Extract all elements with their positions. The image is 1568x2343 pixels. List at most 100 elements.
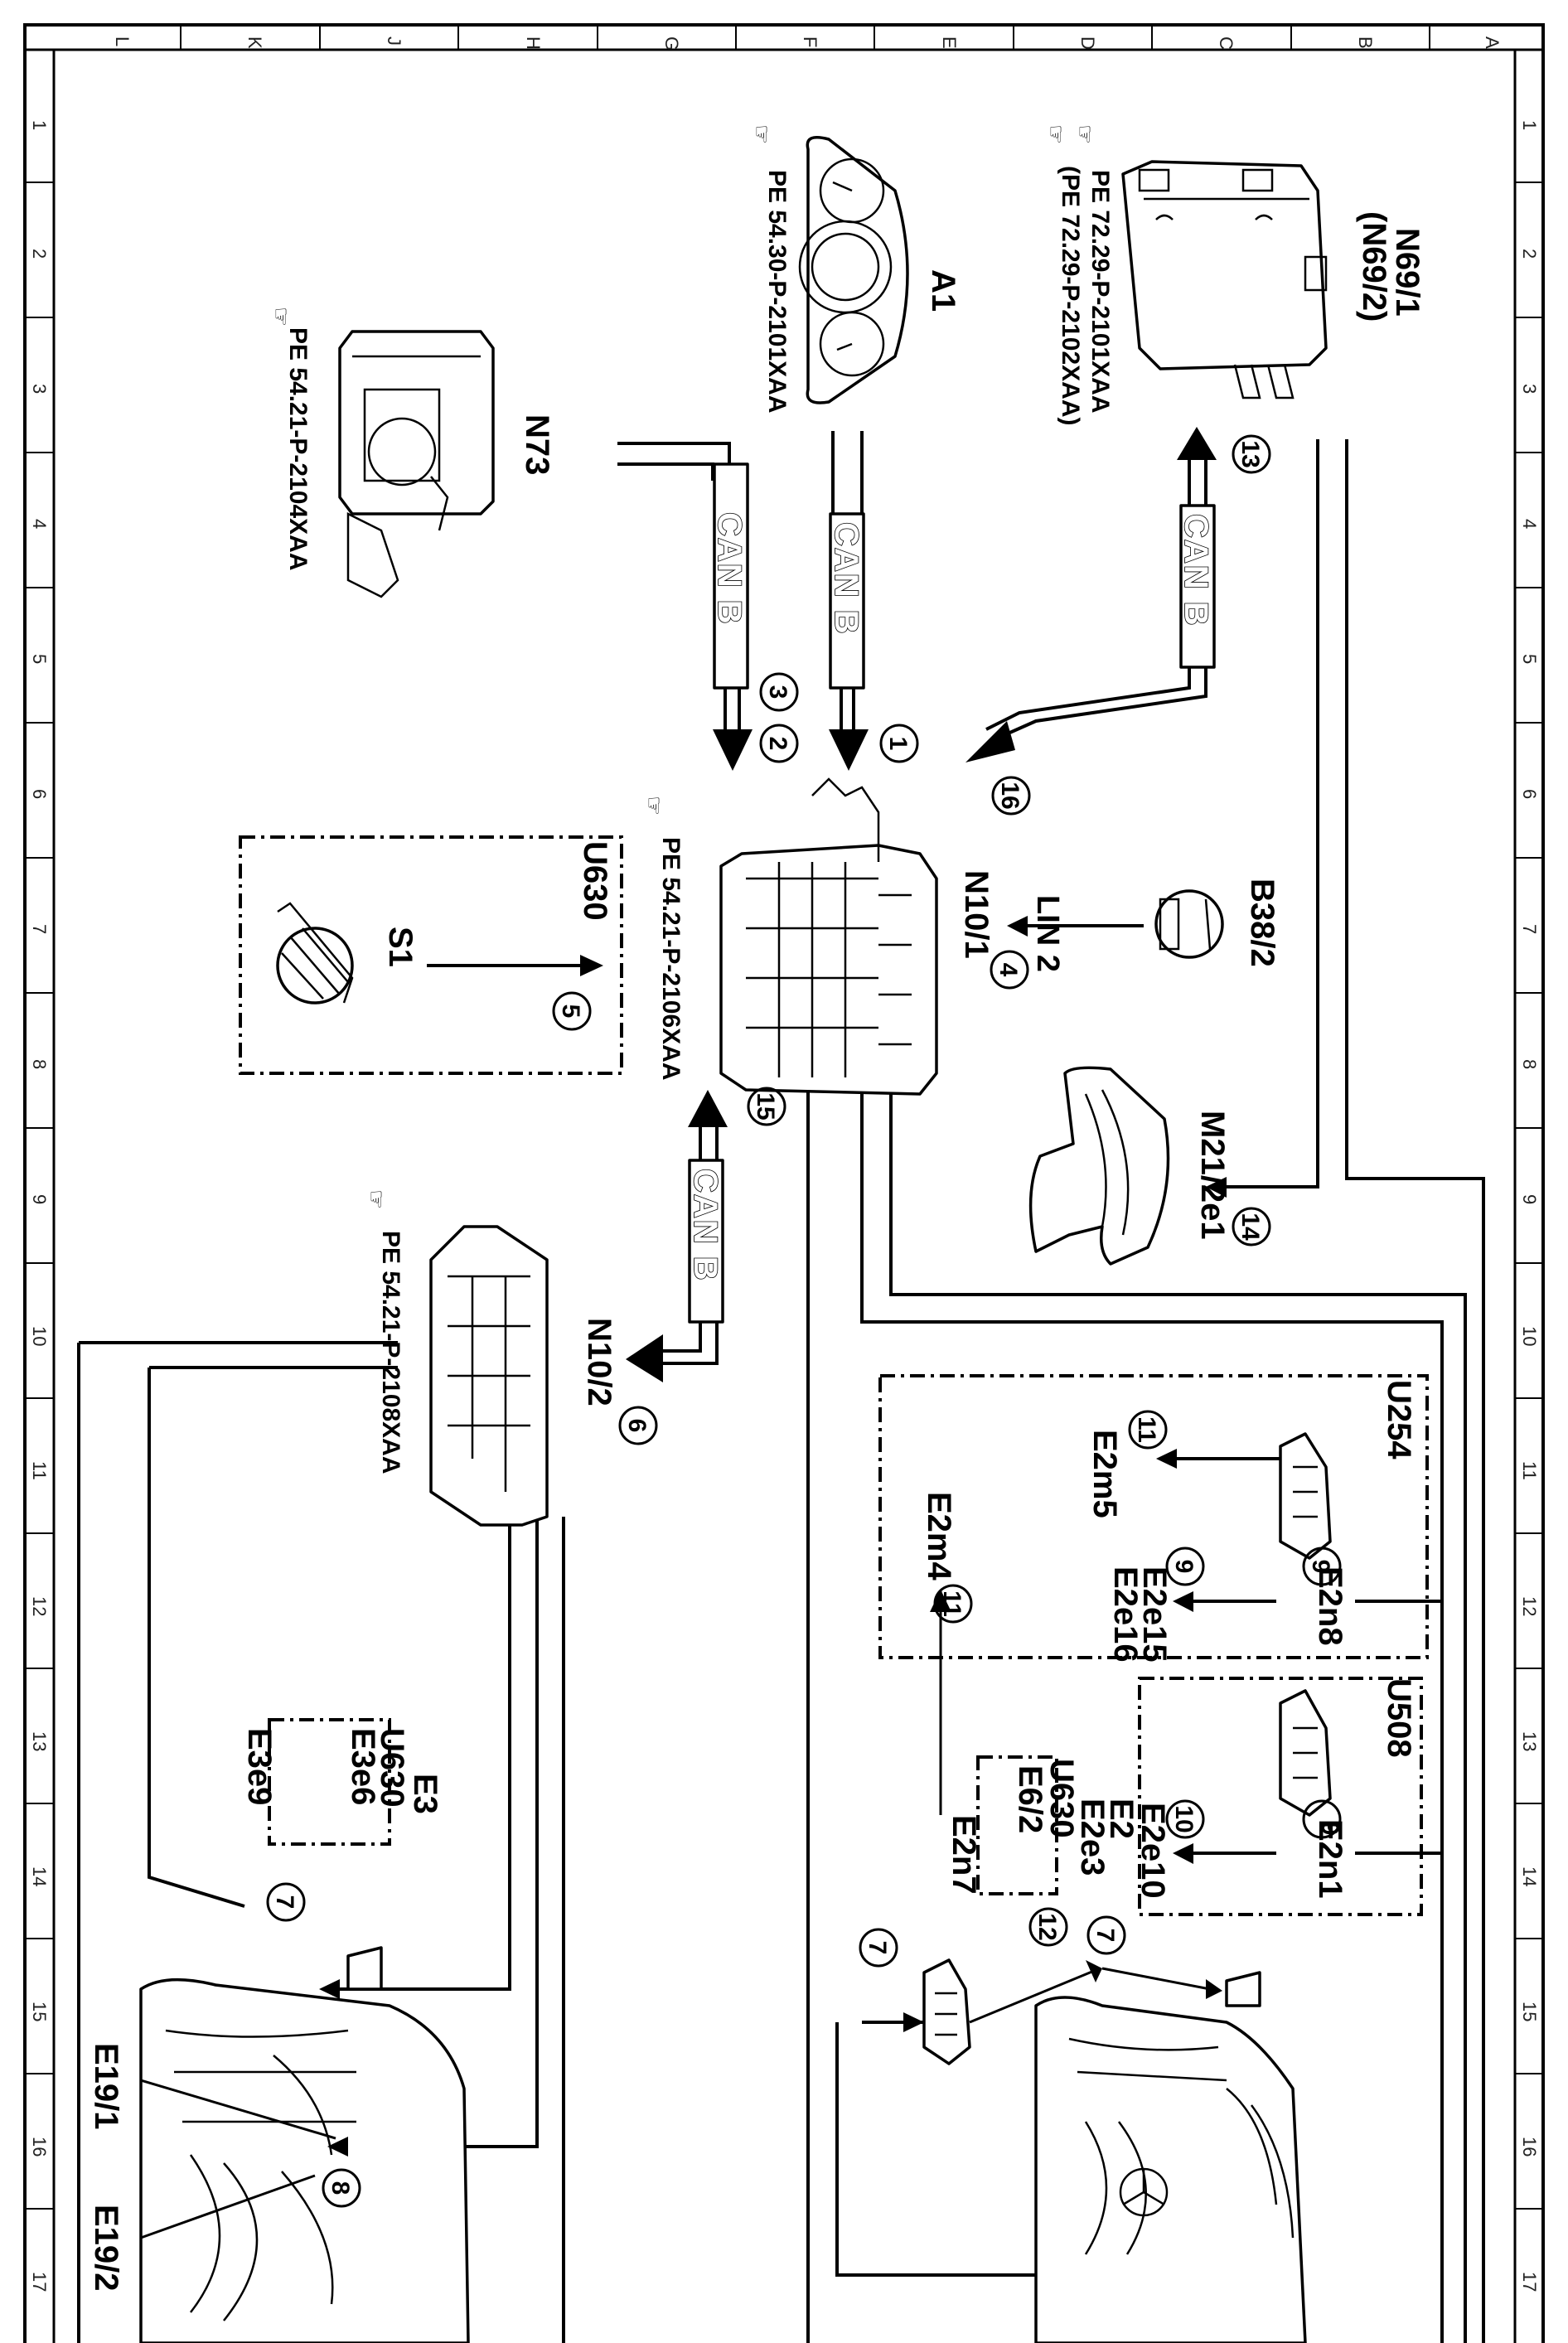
can-b-label-n69: CAN B bbox=[1178, 514, 1214, 627]
component-m21: M21/2e1 bbox=[1028, 1066, 1276, 1266]
can-bus-bars: CAN B CAN B CAN B CAN B bbox=[626, 427, 1217, 1382]
col-label-8-left: 8 bbox=[29, 1059, 50, 1069]
col-label-12-right: 12 bbox=[1519, 1596, 1540, 1616]
col-label-4-right: 4 bbox=[1519, 519, 1540, 529]
n69-1-label: N69/1 bbox=[1389, 228, 1425, 317]
col-label-14-left: 14 bbox=[29, 1866, 50, 1886]
callout-9a: 9 bbox=[1302, 1547, 1342, 1586]
callout-10: 10 bbox=[1165, 1799, 1205, 1839]
group-u630-e6-2: U630 E6/2 bbox=[976, 1755, 1080, 1895]
col-label-17-right: 17 bbox=[1519, 2272, 1540, 2292]
callout-3: 3 bbox=[759, 672, 799, 712]
row-label-C: C bbox=[1216, 36, 1236, 50]
svg-text:1: 1 bbox=[884, 737, 912, 751]
e2n7-label: E2n7 bbox=[946, 1815, 982, 1895]
n10-1-label: N10/1 bbox=[958, 870, 995, 959]
component-b38-2: B38/2 bbox=[1154, 879, 1280, 967]
svg-text:7: 7 bbox=[271, 1895, 298, 1910]
u630-label: U630 bbox=[577, 841, 613, 921]
a1-ref: PE 54.30-P-2101XAA bbox=[763, 170, 791, 414]
col-label-16-right: 16 bbox=[1519, 2137, 1540, 2157]
row-label-D: D bbox=[1077, 36, 1098, 50]
col-label-7-left: 7 bbox=[29, 924, 50, 934]
callout-7b: 7 bbox=[859, 1928, 898, 1968]
callout-5: 5 bbox=[552, 991, 592, 1031]
row-label-F: F bbox=[800, 36, 820, 47]
arrow-n73 bbox=[713, 729, 753, 771]
callout-8: 8 bbox=[322, 2168, 361, 2208]
col-label-2-right: 2 bbox=[1519, 249, 1540, 259]
col-label-5-right: 5 bbox=[1519, 654, 1540, 664]
row-label-L: L bbox=[112, 36, 133, 46]
e2e10-label: E2e10 bbox=[1135, 1803, 1171, 1899]
vehicle-front-left: E19/1 E19/2 bbox=[88, 1946, 470, 2343]
col-label-9-right: 9 bbox=[1519, 1194, 1540, 1204]
svg-text:14: 14 bbox=[1236, 1213, 1264, 1241]
svg-text:2: 2 bbox=[764, 737, 791, 751]
e19-1-label: E19/1 bbox=[88, 2043, 124, 2130]
n10-1-ref: PE 54.21-P-2106XAA bbox=[657, 837, 685, 1081]
svg-text:9: 9 bbox=[1316, 1822, 1343, 1836]
m21-label: M21/2e1 bbox=[1194, 1111, 1231, 1240]
e3e9-label: E3e9 bbox=[241, 1728, 278, 1805]
row-label-K: K bbox=[244, 36, 265, 49]
n73-ref: PE 54.21-P-2104XAA bbox=[284, 327, 312, 571]
col-label-10-right: 10 bbox=[1519, 1326, 1540, 1346]
col-label-15-right: 15 bbox=[1519, 2002, 1540, 2021]
can-b-label-n73: CAN B bbox=[711, 512, 748, 626]
col-label-11-right: 11 bbox=[1519, 1461, 1540, 1480]
col-label-1-right: 1 bbox=[1519, 120, 1540, 130]
group-u254: U254 E2m5 E2n8 E2e15 E2e16 E2m4 bbox=[878, 1374, 1429, 1663]
callout-11a: 11 bbox=[1128, 1410, 1168, 1450]
callout-13: 13 bbox=[1232, 434, 1271, 474]
u254-label: U254 bbox=[1381, 1380, 1417, 1460]
group-u630-s1: U630 S1 bbox=[239, 835, 623, 1075]
col-label-5-left: 5 bbox=[29, 654, 50, 664]
svg-text:7: 7 bbox=[864, 1941, 891, 1955]
col-label-13-right: 13 bbox=[1519, 1731, 1540, 1751]
e2n8-label: E2n8 bbox=[1312, 1566, 1348, 1646]
row-label-G: G bbox=[661, 36, 682, 51]
col-label-7-right: 7 bbox=[1519, 924, 1540, 934]
col-label-3-right: 3 bbox=[1519, 384, 1540, 394]
e2n1-label: E2n1 bbox=[1312, 1819, 1348, 1899]
row-label-J: J bbox=[384, 36, 404, 46]
component-a1: A1 PE 54.30-P-2101XAA ☞ bbox=[749, 124, 961, 414]
component-n73: N73 PE 54.21-P-2104XAA ☞ bbox=[269, 307, 555, 598]
callout-9c: 9 bbox=[1302, 1799, 1343, 1839]
col-label-10-left: 10 bbox=[29, 1326, 50, 1346]
svg-text:12: 12 bbox=[1033, 1913, 1061, 1940]
e6-2-label: E6/2 bbox=[1012, 1765, 1048, 1833]
callout-1: 1 bbox=[879, 724, 919, 763]
svg-text:5: 5 bbox=[557, 1004, 584, 1019]
svg-text:11: 11 bbox=[1133, 1416, 1160, 1443]
callout-14: 14 bbox=[1232, 1207, 1271, 1247]
n10-2-ref: PE 54.21-P-2108XAA bbox=[377, 1231, 404, 1474]
grid-col-labels: 1 1 2 2 3 3 4 4 5 5 6 6 7 7 8 8 9 9 10 1… bbox=[25, 120, 1543, 2292]
e3e6-label: E3e6 bbox=[345, 1728, 381, 1805]
a1-label: A1 bbox=[925, 269, 961, 312]
svg-text:4: 4 bbox=[995, 963, 1022, 977]
row-label-H: H bbox=[523, 36, 544, 50]
can-b-label-a1: CAN B bbox=[828, 522, 864, 636]
u508-label: U508 bbox=[1381, 1678, 1417, 1758]
n69-1-ref-1: PE 72.29-P-2101XAA bbox=[1086, 170, 1114, 414]
col-label-2-left: 2 bbox=[29, 249, 50, 259]
pe-icon-n10-1: ☞ bbox=[641, 796, 666, 816]
col-label-6-left: 6 bbox=[29, 789, 50, 799]
grid-row-labels: L K J H G F E D C B A bbox=[112, 25, 1503, 51]
can-b-label-n10-2: CAN B bbox=[687, 1169, 724, 1282]
e2m5-label: E2m5 bbox=[1086, 1430, 1123, 1518]
col-label-4-left: 4 bbox=[29, 519, 50, 529]
row-label-B: B bbox=[1355, 36, 1376, 49]
component-n10-1: N10/1 PE 54.21-P-2106XAA ☞ bbox=[641, 777, 995, 1096]
component-e2-labels: E2 E2e3 E2n7 bbox=[946, 1798, 1140, 1895]
e3-label: E3 bbox=[407, 1774, 443, 1814]
col-label-1-left: 1 bbox=[29, 120, 50, 130]
component-n10-2: N10/2 PE 54.21-P-2108XAA ☞ bbox=[364, 1189, 617, 1527]
svg-text:3: 3 bbox=[764, 685, 791, 700]
callout-2: 2 bbox=[759, 724, 799, 763]
col-label-12-left: 12 bbox=[29, 1596, 50, 1616]
svg-text:6: 6 bbox=[623, 1419, 651, 1433]
